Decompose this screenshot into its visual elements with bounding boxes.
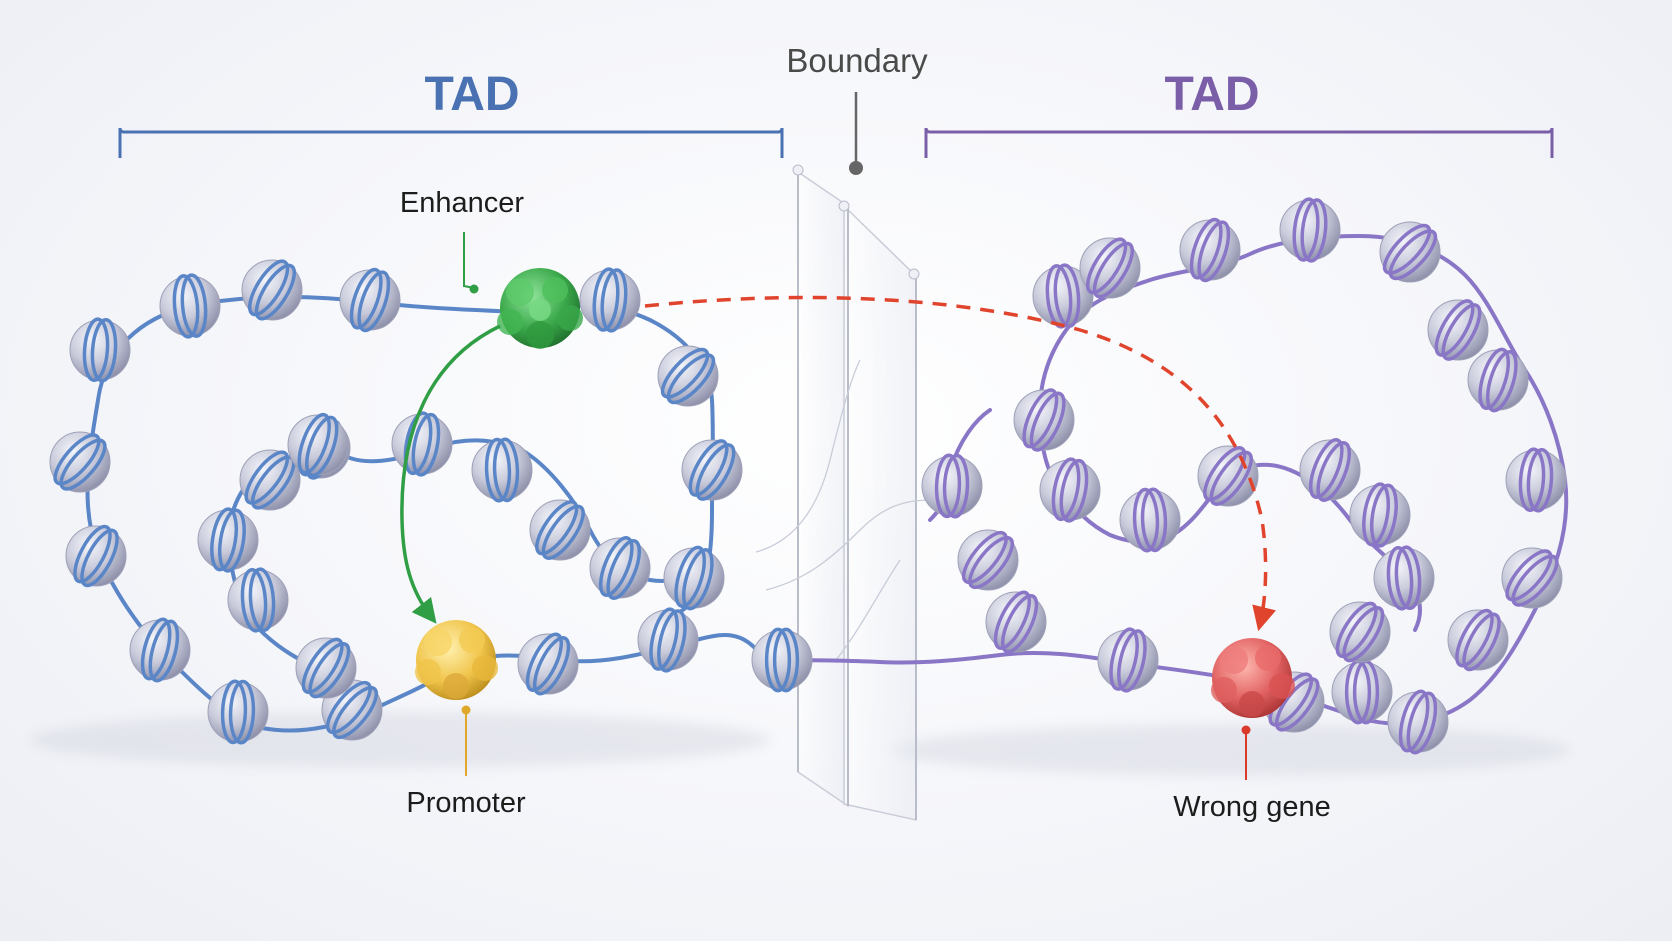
boundary-panel xyxy=(755,164,931,821)
nucleosome xyxy=(957,529,1019,591)
nucleosome xyxy=(663,545,725,611)
nucleosome xyxy=(681,439,743,501)
nucleosome xyxy=(207,679,269,745)
nucleosome xyxy=(1197,445,1259,507)
enhancer-to-wrong-gene-arrow xyxy=(644,295,1277,632)
nucleosome xyxy=(391,411,453,477)
nucleosome xyxy=(1119,487,1181,553)
enhancer-label: Enhancer xyxy=(400,187,524,219)
left-tad-title: TAD xyxy=(424,68,519,121)
nucleosome xyxy=(1447,608,1509,672)
nucleosome xyxy=(1331,659,1393,725)
nucleosome xyxy=(637,607,699,673)
nucleosome xyxy=(1179,217,1241,283)
nucleosome xyxy=(589,536,651,600)
nucleosome xyxy=(1501,547,1563,609)
wrong-gene-callout: Wrong gene xyxy=(1173,725,1331,823)
nucleosome xyxy=(1329,601,1391,663)
nucleosome xyxy=(287,412,349,478)
nucleosome xyxy=(1299,438,1361,502)
nucleosome xyxy=(985,590,1047,654)
promoter-element xyxy=(415,620,498,700)
nucleosome xyxy=(197,507,259,573)
nucleosome xyxy=(1373,545,1435,611)
nucleosome xyxy=(295,637,357,699)
nucleosome xyxy=(657,345,719,407)
nucleosome xyxy=(529,499,591,561)
nucleosome xyxy=(1279,197,1341,263)
nucleosome xyxy=(1427,299,1489,361)
wrong-gene-label: Wrong gene xyxy=(1173,791,1330,823)
nucleosome xyxy=(1013,388,1075,452)
nucleosome xyxy=(241,259,303,321)
enhancer-callout: Enhancer xyxy=(400,187,524,294)
promoter-callout: Promoter xyxy=(406,705,526,819)
nucleosome xyxy=(1032,263,1094,329)
right-shadow xyxy=(890,724,1570,776)
right-tad-bracket: TAD xyxy=(924,68,1554,158)
nucleosome xyxy=(1505,447,1567,513)
nucleosome xyxy=(1097,627,1159,693)
nucleosome xyxy=(339,267,401,333)
right-tad-title: TAD xyxy=(1164,68,1259,121)
nucleosome xyxy=(1039,457,1101,523)
left-tad-bracket: TAD xyxy=(118,68,784,158)
promoter-label: Promoter xyxy=(406,787,526,819)
nucleosome xyxy=(1349,482,1411,548)
enhancer-to-promoter-arrow xyxy=(400,324,501,624)
wrong-gene-element xyxy=(1211,638,1295,718)
nucleosome xyxy=(751,627,813,693)
nucleosome xyxy=(227,567,289,633)
nucleosome xyxy=(129,617,191,683)
nucleosome xyxy=(1387,689,1449,755)
enhancer-element xyxy=(497,268,583,349)
nucleosome xyxy=(69,317,131,383)
nucleosome xyxy=(159,273,221,339)
nucleosome xyxy=(1379,221,1441,283)
nucleosome xyxy=(1467,347,1529,413)
nucleosome xyxy=(49,431,111,493)
left-nucleosomes xyxy=(49,259,813,745)
nucleosome xyxy=(579,267,641,333)
nucleosome xyxy=(65,524,127,588)
boundary-label: Boundary xyxy=(786,42,928,79)
boundary-callout: Boundary xyxy=(786,42,928,175)
nucleosome xyxy=(471,437,533,503)
nucleosome xyxy=(921,453,983,519)
nucleosome xyxy=(1079,237,1141,299)
nucleosome xyxy=(517,632,579,696)
left-shadow xyxy=(30,712,770,768)
